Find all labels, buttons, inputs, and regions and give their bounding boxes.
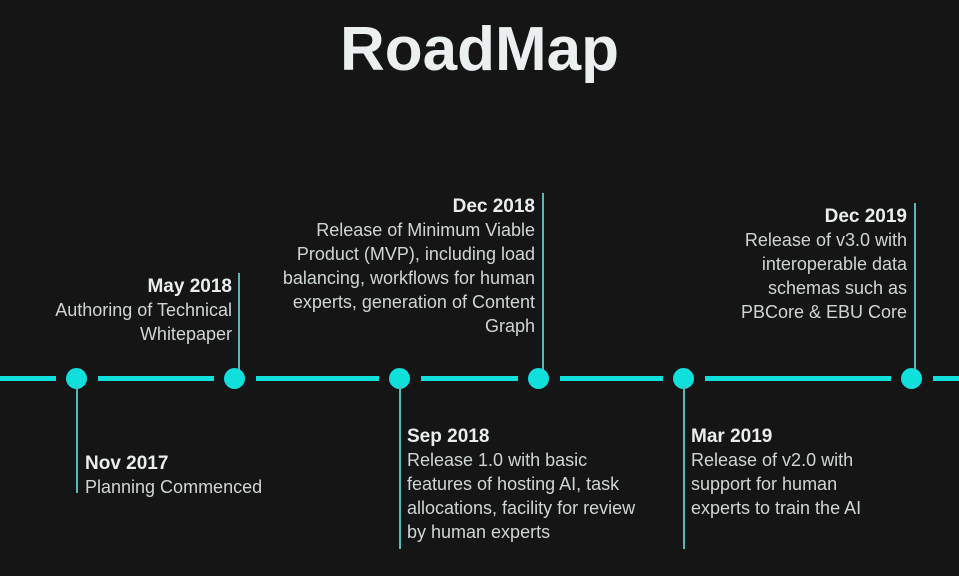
milestone-date: Dec 2018 [452,196,535,217]
timeline-dot-mar-2019[interactable] [673,368,694,389]
timeline-dot-dec-2018[interactable] [528,368,549,389]
milestone-description: Release 1.0 with basic features of hosti… [407,450,636,542]
timeline-dot-sep-2018[interactable] [389,368,410,389]
milestone-dec-2018[interactable]: Dec 2018 Release of Minimum Viable Produ… [265,194,535,339]
milestone-date: Nov 2017 [85,453,169,474]
milestone-may-2018[interactable]: May 2018 Authoring of Technical Whitepap… [0,274,232,347]
page-title: RoadMap [340,15,619,84]
milestone-description: Authoring of Technical Whitepaper [55,300,232,345]
milestone-description: Release of Minimum Viable Product (MVP),… [282,220,535,336]
timeline-axis [0,376,959,381]
connector-stem-dec-2019 [914,203,916,370]
milestone-description: Planning Commenced [85,477,263,498]
timeline-dot-nov-2017[interactable] [66,368,87,389]
milestone-dec-2019[interactable]: Dec 2019 Release of v3.0 with interopera… [705,204,907,325]
milestone-description: Release of v2.0 with support for human e… [691,450,862,518]
connector-stem-sep-2018 [399,386,401,549]
milestone-date: Sep 2018 [407,426,490,447]
timeline-dot-may-2018[interactable] [224,368,245,389]
connector-stem-may-2018 [238,273,240,370]
milestone-mar-2019[interactable]: Mar 2019 Release of v2.0 with support fo… [691,424,881,521]
milestone-sep-2018[interactable]: Sep 2018 Release 1.0 with basic features… [407,424,647,545]
milestone-date: Dec 2019 [824,206,907,227]
milestone-description: Release of v3.0 with interoperable data … [740,230,907,322]
connector-stem-mar-2019 [683,386,685,549]
connector-stem-nov-2017 [76,386,78,493]
milestone-date: Mar 2019 [691,426,773,447]
milestone-date: May 2018 [147,276,232,297]
milestone-nov-2017[interactable]: Nov 2017 Planning Commenced [85,451,335,500]
connector-stem-dec-2018 [542,193,544,370]
timeline-dot-dec-2019[interactable] [901,368,922,389]
